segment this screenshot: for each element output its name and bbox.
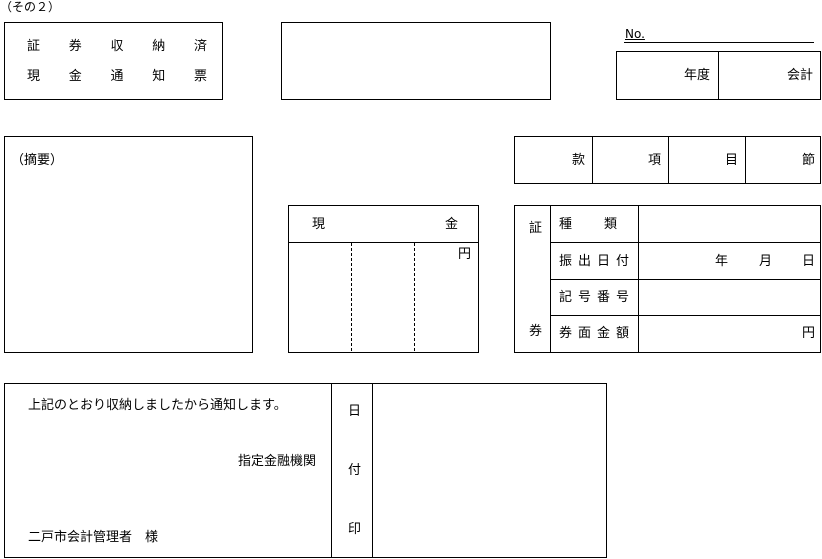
number-underline [624,42,814,43]
securities-side-bottom: 券 [529,324,543,339]
title-char: 収 [110,39,124,54]
number-label: No. [625,27,645,41]
title-char: 票 [193,69,207,84]
fiscal-year-label: 年度 [684,68,711,83]
securities-row-divider [550,242,820,243]
cash-digit-separator [414,243,415,351]
summary-box[interactable]: （摘要） [4,136,253,353]
title-char: 納 [152,39,166,54]
title-char: 金 [68,69,82,84]
designated-bank-label: 指定金融機関 [238,454,317,469]
cash-box: 現 金 円 [288,205,479,353]
securities-date-day: 日 [802,254,816,269]
securities-row-divider [550,279,820,280]
title-char: 通 [110,69,124,84]
cash-yen-unit: 円 [458,247,472,262]
notice-stamp-left-divider [331,384,332,557]
securities-side-top: 証 [529,221,543,236]
title-char: 券 [68,39,82,54]
securities-record-number-label: 記号番号 [559,290,636,305]
form-title-line-1: 証 券 収 納 済 [27,40,207,53]
budget-divider [668,137,669,183]
cash-digit-separator [351,243,352,351]
date-stamp-char: 付 [348,463,362,478]
form-title-box: 証 券 収 納 済 現 金 通 知 票 [4,22,223,100]
date-stamp-area[interactable] [373,384,606,557]
date-stamp-char: 印 [348,522,362,537]
title-char: 知 [152,69,166,84]
title-char: 現 [27,69,41,84]
blank-field-box[interactable] [281,22,551,100]
notice-box: 上記のとおり収納しましたから通知します。 指定金融機関 二戸市会計管理者 様 日… [4,383,607,558]
cash-label-right: 金 [445,217,459,232]
budget-label-moku: 目 [725,153,739,168]
budget-box: 款 項 目 節 [514,136,821,184]
budget-divider [592,137,593,183]
budget-label-setsu: 節 [802,153,816,168]
securities-yen-unit: 円 [802,326,816,341]
cash-header-divider [289,242,478,243]
title-char: 証 [27,39,41,54]
form-title-line-2: 現 金 通 知 票 [27,70,207,83]
notice-stamp-right-divider [372,384,373,557]
securities-date-month: 月 [759,254,773,269]
securities-face-value-label: 券面金額 [559,326,636,341]
budget-label-kou: 項 [648,153,662,168]
securities-issue-date-label: 振出日付 [559,254,636,269]
budget-label-kan: 款 [572,153,586,168]
date-stamp-char: 日 [348,404,362,419]
fiscal-divider [718,52,719,99]
securities-date-year: 年 [715,254,729,269]
budget-divider [745,137,746,183]
title-char: 済 [193,39,207,54]
cash-label-left: 現 [312,217,326,232]
securities-kind-label: 種 類 [559,217,620,232]
securities-box: 証 券 種 類 振出日付 記号番号 券面金額 年 月 日 円 [514,205,821,353]
header-note: （その２） [0,0,61,14]
fiscal-box: 年度 会計 [616,51,821,100]
securities-row-divider [550,315,820,316]
account-label: 会計 [787,68,814,83]
addressee-label: 二戸市会計管理者 様 [28,530,159,545]
summary-label: （摘要） [11,153,64,168]
notice-message: 上記のとおり収納しましたから通知します。 [28,398,287,413]
